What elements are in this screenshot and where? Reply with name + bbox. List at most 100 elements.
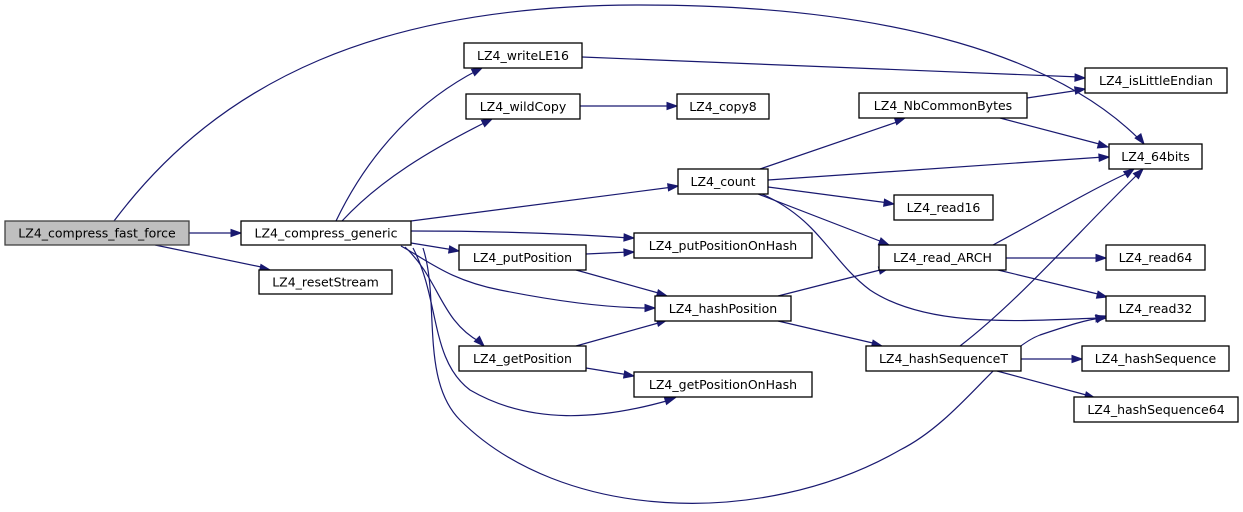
node-label: LZ4_resetStream [272,275,379,290]
node-box[interactable] [1105,295,1206,322]
arrowhead-icon [1074,73,1087,82]
edge-compress_generic-to-hashPosition [400,245,657,313]
node-box[interactable] [1105,244,1206,271]
arrowhead-icon [893,117,907,126]
node-hashSequenceT[interactable]: LZ4_hashSequenceT [865,345,1022,372]
edge-compress_generic-to-getPosition [404,246,486,348]
edge-line [777,320,878,345]
node-box[interactable] [240,220,412,246]
node-label: LZ4_getPositionOnHash [649,377,797,392]
edge-line [335,69,479,222]
node-hashSequence64[interactable]: LZ4_hashSequence64 [1073,396,1239,423]
edge-count-to-read16 [767,186,896,207]
node-hashPosition[interactable]: LZ4_hashPosition [654,295,792,322]
edge-hashPosition-to-hashSequenceT [777,320,884,348]
node-box[interactable] [654,295,792,322]
edge-line [585,251,630,255]
edge-line [761,193,1102,322]
node-box[interactable] [677,168,769,195]
edge-line [959,171,1141,347]
node-box[interactable] [633,232,813,259]
edge-line [412,247,671,417]
edge-compress_fast_force-to-resetStream [154,244,272,273]
edge-line [757,193,886,244]
node-box[interactable] [465,93,581,120]
arrowhead-icon [1095,290,1109,299]
edge-count-to-bits64 [767,153,1111,181]
edge-read_ARCH-to-read64 [1006,253,1108,263]
node-compress_generic[interactable]: LZ4_compress_generic [240,220,412,246]
node-putPosition[interactable]: LZ4_putPosition [458,244,587,271]
arrowhead-icon [1073,86,1087,95]
node-wildCopy[interactable]: LZ4_wildCopy [465,93,581,120]
node-isLittleEndian[interactable]: LZ4_isLittleEndian [1084,67,1228,94]
node-box[interactable] [865,345,1022,372]
node-label: LZ4_copy8 [689,99,757,114]
node-read_ARCH[interactable]: LZ4_read_ARCH [878,244,1007,271]
edge-compress_fast_force-to-bits64 [113,4,1145,222]
node-box[interactable] [1073,396,1239,423]
node-resetStream[interactable]: LZ4_resetStream [258,269,393,295]
edge-line [575,269,663,295]
node-hashSequence[interactable]: LZ4_hashSequence [1081,345,1230,372]
nodes-layer: LZ4_compress_fast_force LZ4_compress_gene… [4,42,1239,423]
node-box[interactable] [676,93,770,120]
node-label: LZ4_hashSequence [1095,351,1217,366]
edge-NbCommonBytes-to-bits64 [999,117,1110,149]
edge-read_ARCH-to-read32 [997,269,1109,299]
edge-line [410,186,674,222]
arrowhead-icon [622,370,636,379]
edge-line [767,156,1105,181]
edge-putPosition-to-hashPosition [575,269,669,298]
node-box[interactable] [463,42,583,69]
node-box[interactable] [1108,143,1203,170]
node-box[interactable] [1081,345,1230,372]
node-putPositionOnHash[interactable]: LZ4_putPositionOnHash [633,232,813,259]
node-box[interactable] [458,345,587,372]
node-box[interactable] [893,194,994,221]
node-label: LZ4_compress_fast_force [18,226,176,241]
edge-getPosition-to-hashPosition [575,318,669,347]
node-label: LZ4_getPosition [473,351,572,366]
edge-line [410,242,455,251]
node-box[interactable] [458,244,587,271]
edge-compress_generic-to-putPositionOnHash [410,230,636,242]
node-label: LZ4_count [691,174,756,189]
edge-line [154,244,267,269]
node-read16[interactable]: LZ4_read16 [893,194,994,221]
node-box[interactable] [878,244,1007,271]
node-compress_fast_force[interactable]: LZ4_compress_fast_force [4,220,190,246]
arrowhead-icon [447,245,461,254]
node-count[interactable]: LZ4_count [677,168,769,195]
node-copy8[interactable]: LZ4_copy8 [676,93,770,120]
node-label: LZ4_writeLE16 [477,48,569,63]
edge-wildCopy-to-copy8 [580,101,679,111]
edge-count-to-NbCommonBytes [759,117,907,170]
node-getPosition[interactable]: LZ4_getPosition [458,345,587,372]
node-box[interactable] [633,371,813,398]
node-writeLE16[interactable]: LZ4_writeLE16 [463,42,583,69]
node-box[interactable] [858,92,1028,119]
node-box[interactable] [258,269,393,295]
arrowhead-icon [480,118,494,128]
edge-getPosition-to-getPositionOnHash [585,367,636,379]
node-bits64[interactable]: LZ4_64bits [1108,143,1203,170]
node-label: LZ4_hashPosition [669,301,777,316]
edge-line [997,269,1103,296]
edge-line [996,370,1091,397]
edge-line [767,186,890,204]
edge-compress_generic-to-wildCopy [341,118,494,222]
arrowhead-icon [230,228,243,238]
node-read64[interactable]: LZ4_read64 [1105,244,1206,271]
arrowhead-icon [1134,133,1145,146]
node-read32[interactable]: LZ4_read32 [1105,295,1206,322]
node-box[interactable] [4,220,190,246]
node-NbCommonBytes[interactable]: LZ4_NbCommonBytes [858,92,1028,119]
node-label: LZ4_compress_generic [255,226,398,241]
arrowhead-icon [470,67,484,77]
node-label: LZ4_wildCopy [480,99,567,114]
node-label: LZ4_putPosition [473,250,572,265]
arrowhead-icon [877,237,891,246]
node-getPositionOnHash[interactable]: LZ4_getPositionOnHash [633,371,813,398]
node-box[interactable] [1084,67,1228,94]
